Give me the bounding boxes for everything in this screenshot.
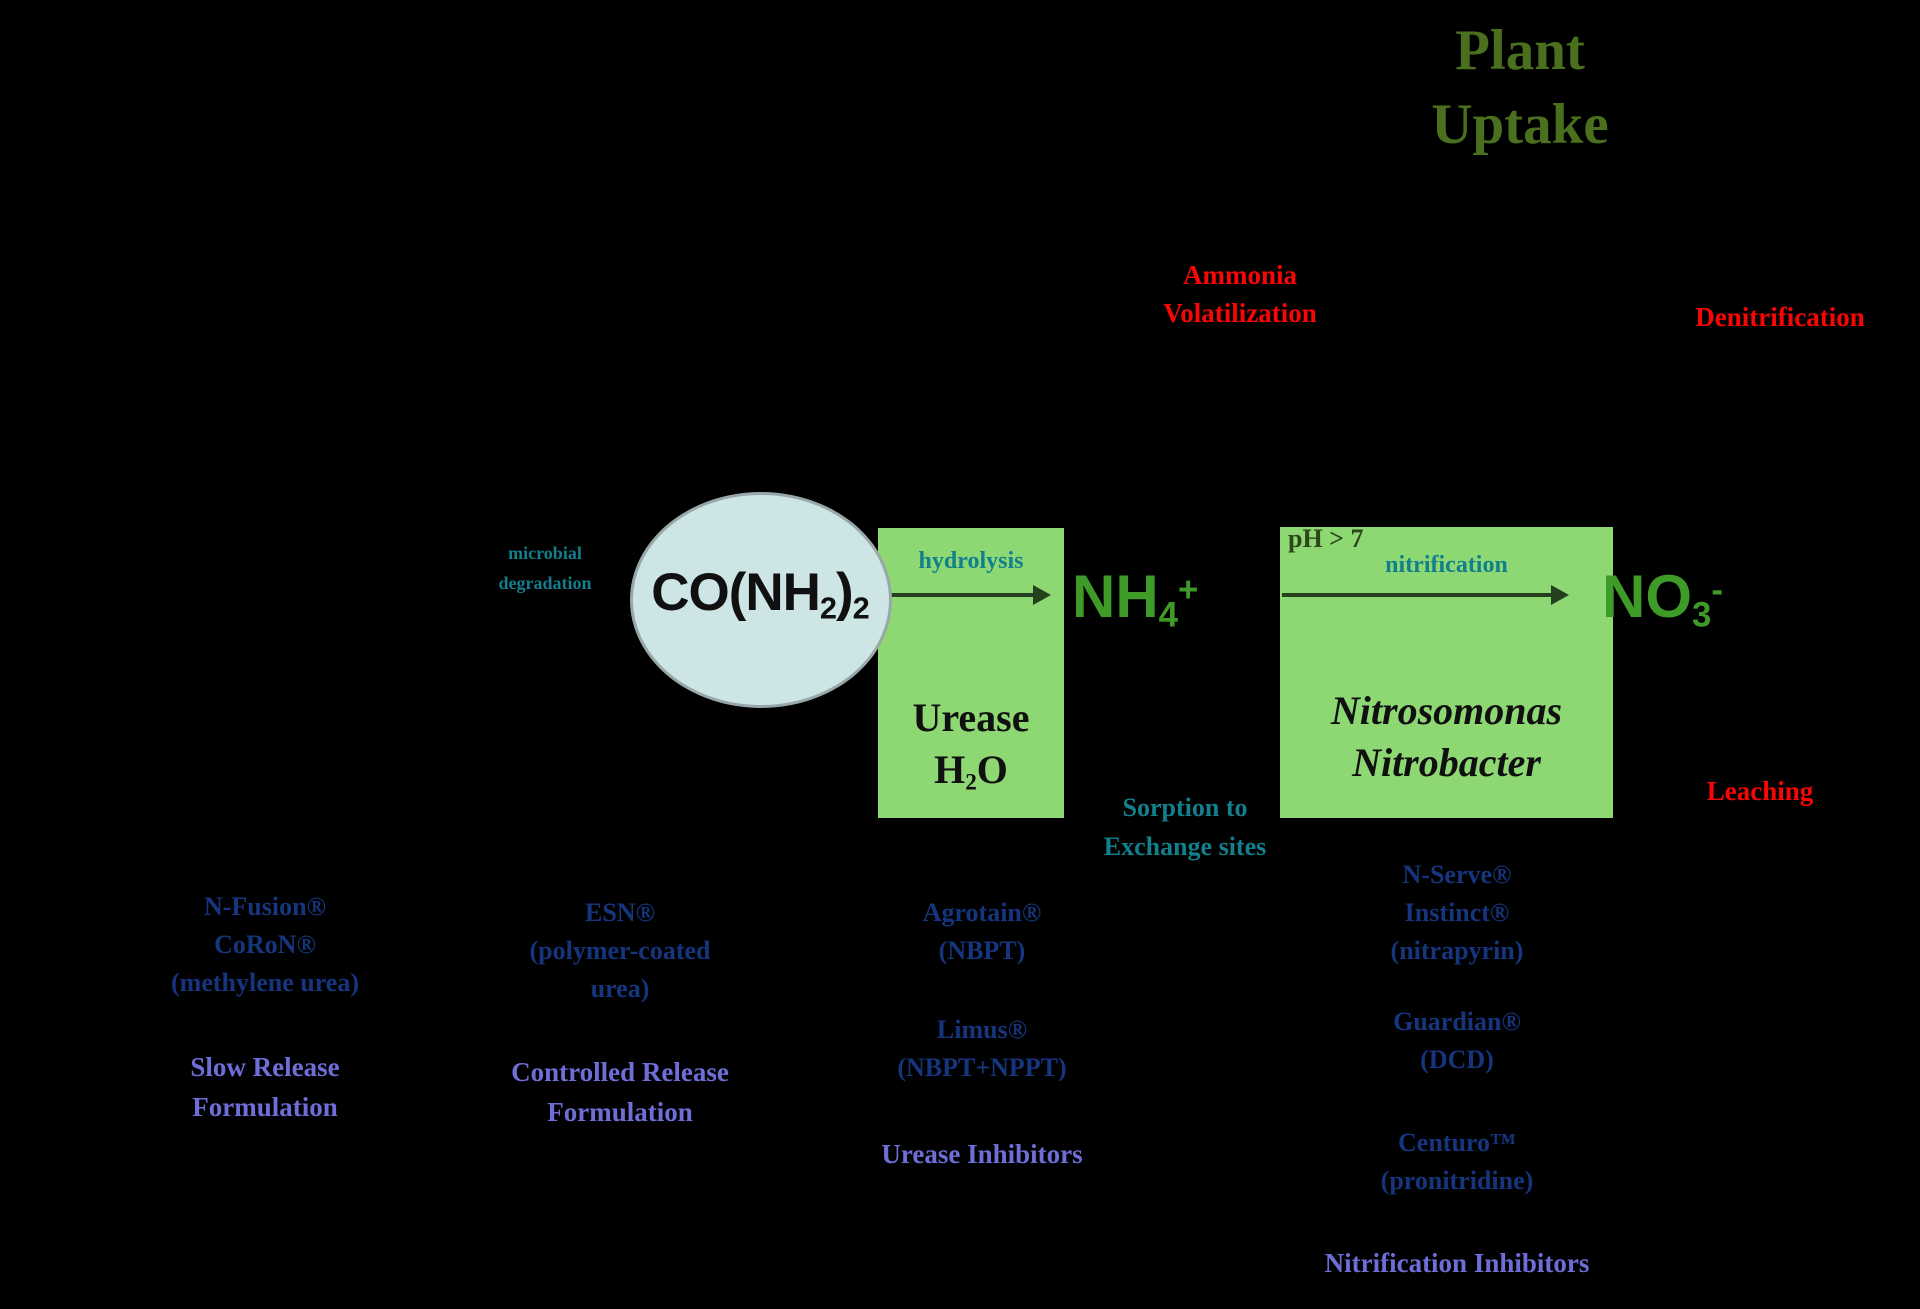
microbial-degradation-label: microbial degradation — [455, 538, 635, 598]
water-formula: H2O — [934, 747, 1008, 796]
brand-n-fusion: N-Fusion® — [203, 892, 326, 921]
nitrification-inhibitor-group2: Guardian® (DCD) — [1297, 1003, 1617, 1079]
hydrolysis-label: hydrolysis — [918, 548, 1024, 574]
brand-dcd: (DCD) — [1420, 1044, 1494, 1074]
microbial-degradation-line2: degradation — [498, 573, 592, 594]
ammonia-volatilization-label: Ammonia Volatilization — [1060, 256, 1420, 333]
brand-n-serve: N-Serve® — [1402, 860, 1512, 889]
brand-nbpt-nppt: (NBPT+NPPT) — [897, 1052, 1067, 1082]
controlled-release-category-line2: Formulation — [547, 1096, 693, 1127]
nitrification-arrow — [1282, 585, 1569, 605]
brand-instinct: Instinct® — [1404, 897, 1510, 927]
nitrification-label: nitrification — [1385, 552, 1508, 578]
urea-formula: CO(NH2)2 — [651, 563, 870, 626]
plant-uptake-title: Plant Uptake — [1330, 14, 1710, 162]
brand-esn: ESN® — [584, 898, 655, 927]
nitrifier-box-label: Nitrosomonas Nitrobacter — [1280, 685, 1613, 789]
sorption-line1: Sorption to — [1122, 793, 1248, 822]
slow-release-brands: N-Fusion® CoRoN® (methylene urea) — [105, 888, 425, 1002]
plant-uptake-line1: Plant — [1455, 19, 1585, 82]
brand-nbpt: (NBPT) — [938, 935, 1026, 965]
microbial-degradation-line1: microbial — [508, 543, 582, 563]
brand-urea-paren: urea) — [590, 973, 650, 1003]
ammonia-volatilization-line2: Volatilization — [1163, 298, 1317, 329]
nitrate-ion: NO3- — [1602, 563, 1723, 635]
nitrification-inhibitors-category: Nitrification Inhibitors — [1324, 1248, 1590, 1278]
sorption-label: Sorption to Exchange sites — [1040, 788, 1330, 866]
slow-release-category-line2: Formulation — [192, 1091, 338, 1122]
nitrification-inhibitor-group1: N-Serve® Instinct® (nitrapyrin) — [1297, 856, 1617, 970]
sorption-line2: Exchange sites — [1103, 832, 1267, 861]
slow-release-category-line1: Slow Release — [190, 1052, 340, 1082]
brand-pronitridine: (pronitridine) — [1380, 1165, 1534, 1195]
urease-inhibitor-group1: Agrotain® (NBPT) — [822, 894, 1142, 970]
nitrification-inhibitor-group3: Centuro™ (pronitridine) — [1297, 1124, 1617, 1200]
brand-methylene-urea: (methylene urea) — [171, 967, 359, 997]
ammonium-ion: NH4+ — [1072, 563, 1199, 635]
nitrifier-box — [1280, 527, 1613, 818]
slow-release-category: Slow Release Formulation — [105, 1048, 425, 1128]
ammonia-volatilization-line1: Ammonia — [1183, 260, 1297, 290]
brand-guardian: Guardian® — [1393, 1007, 1521, 1036]
brand-nitrapyrin: (nitrapyrin) — [1390, 935, 1524, 965]
nitrobacter-text: Nitrobacter — [1352, 740, 1541, 785]
urease-inhibitor-group2: Limus® (NBPT+NPPT) — [822, 1011, 1142, 1087]
brand-agrotain: Agrotain® — [922, 898, 1042, 927]
brand-limus: Limus® — [936, 1015, 1028, 1044]
denitrification-label: Denitrification — [1695, 302, 1865, 332]
leaching-label: Leaching — [1706, 776, 1814, 806]
hydrolysis-arrow — [884, 585, 1051, 605]
urease-text: Urease — [912, 695, 1030, 740]
controlled-release-category-line1: Controlled Release — [511, 1057, 729, 1087]
brand-polymer-coated: (polymer-coated — [529, 935, 711, 965]
controlled-release-brands: ESN® (polymer-coated urea) — [460, 894, 780, 1008]
plant-uptake-line2: Uptake — [1431, 93, 1609, 157]
brand-centuro: Centuro™ — [1398, 1128, 1516, 1157]
nitrosomonas-text: Nitrosomonas — [1330, 688, 1563, 733]
brand-coron: CoRoN® — [214, 929, 316, 959]
urea-ellipse — [630, 492, 892, 708]
urease-inhibitors-category: Urease Inhibitors — [881, 1139, 1083, 1169]
controlled-release-category: Controlled Release Formulation — [460, 1053, 780, 1133]
ph-label: pH > 7 — [1288, 524, 1364, 553]
urease-box — [878, 528, 1064, 818]
urease-box-label: Urease H2O — [878, 692, 1064, 798]
